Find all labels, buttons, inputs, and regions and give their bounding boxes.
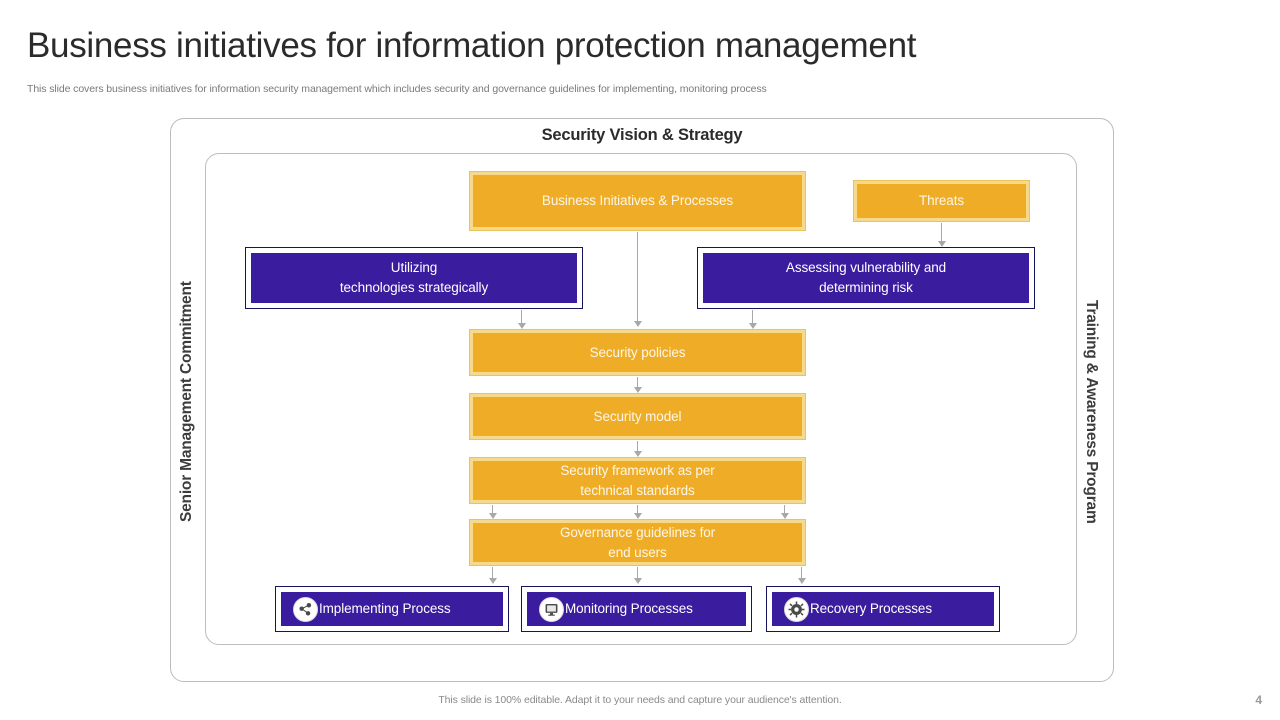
node-threats-label: Threats — [857, 184, 1026, 218]
arrow-governance-to-recovery — [797, 567, 806, 584]
arrow-framework-to-governance-left — [488, 505, 497, 519]
arrow-governance-to-implementing — [488, 567, 497, 584]
footer-note: This slide is 100% editable. Adapt it to… — [438, 694, 842, 706]
arrow-framework-to-governance-center — [633, 505, 642, 519]
page-subtitle: This slide covers business initiatives f… — [27, 83, 767, 95]
node-security-model-label: Security model — [473, 397, 802, 436]
page-title: Business initiatives for information pro… — [27, 26, 917, 65]
node-monitoring-processes[interactable]: Monitoring Processes — [521, 586, 752, 632]
arrow-framework-to-governance-right — [780, 505, 789, 519]
node-business-initiatives[interactable]: Business Initiatives & Processes — [469, 171, 806, 231]
arrow-policies-to-model — [633, 377, 642, 393]
node-monitoring-processes-label: Monitoring Processes — [565, 601, 693, 617]
node-security-framework-label: Security framework as per technical stan… — [473, 461, 802, 500]
node-utilizing-technologies-label: Utilizing technologies strategically — [251, 253, 577, 303]
gear-settings-icon — [784, 596, 809, 622]
node-assessing-vulnerability[interactable]: Assessing vulnerability and determining … — [697, 247, 1035, 309]
side-label-training-awareness: Training & Awareness Program — [1083, 300, 1100, 524]
node-utilizing-technologies[interactable]: Utilizing technologies strategically — [245, 247, 583, 309]
node-security-model[interactable]: Security model — [469, 393, 806, 440]
node-security-framework[interactable]: Security framework as per technical stan… — [469, 457, 806, 504]
node-security-policies[interactable]: Security policies — [469, 329, 806, 376]
node-governance-guidelines[interactable]: Governance guidelines for end users — [469, 519, 806, 566]
side-label-senior-management: Senior Management Commitment — [178, 281, 195, 523]
node-framework-text: Security framework as per technical stan… — [560, 462, 715, 498]
node-governance-text: Governance guidelines for end users — [559, 524, 716, 560]
node-threats[interactable]: Threats — [853, 180, 1030, 222]
node-recovery-processes[interactable]: Recovery Processes — [766, 586, 1000, 632]
arrow-governance-to-monitoring — [633, 567, 642, 584]
node-assessing-vulnerability-label: Assessing vulnerability and determining … — [703, 253, 1029, 303]
node-implementing-process-label: Implementing Process — [319, 601, 451, 617]
node-recovery-processes-label: Recovery Processes — [810, 601, 932, 617]
arrow-initiatives-to-policies — [633, 232, 642, 327]
monitor-screen-icon — [539, 596, 564, 622]
network-nodes-icon — [293, 596, 318, 622]
page-number: 4 — [1255, 693, 1262, 707]
section-heading: Security Vision & Strategy — [541, 126, 743, 144]
node-implementing-process[interactable]: Implementing Process — [275, 586, 509, 632]
node-governance-guidelines-label: Governance guidelines for end users — [473, 523, 802, 562]
arrow-threats-to-assessing — [937, 223, 946, 247]
node-utilizing-line1: Utilizing technologies strategically — [339, 260, 489, 295]
node-security-policies-label: Security policies — [473, 333, 802, 372]
arrow-utilizing-to-policies — [517, 310, 526, 329]
arrow-assessing-to-policies — [748, 310, 757, 329]
node-business-initiatives-label: Business Initiatives & Processes — [473, 175, 802, 227]
arrow-model-to-framework — [633, 441, 642, 457]
node-assessing-line1: Assessing vulnerability and determining … — [785, 260, 947, 295]
